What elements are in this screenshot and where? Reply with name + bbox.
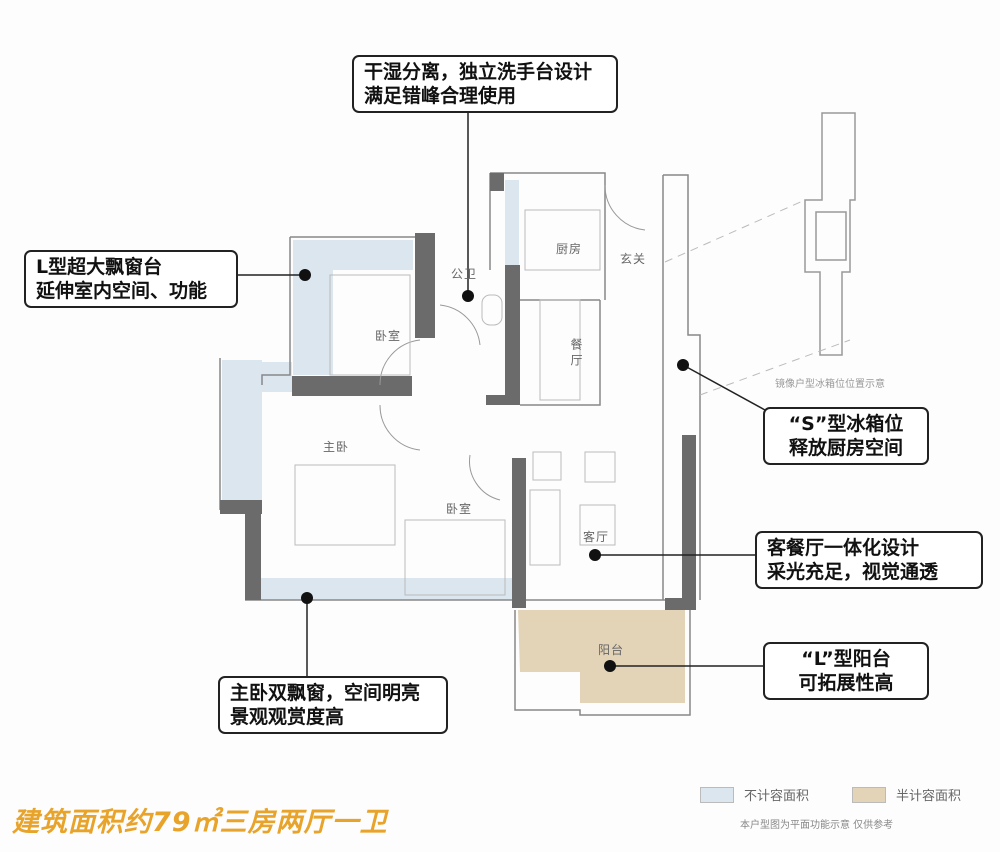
callout-bathroom-line1: 干湿分离，独立洗手台设计 <box>364 61 593 83</box>
legend-swatch-non-counted <box>700 786 734 803</box>
furniture <box>294 209 616 596</box>
disclaimer: 本户型图为平面功能示意 仅供参考 <box>740 820 894 831</box>
room-label-bedroom-south: 卧室 <box>446 502 473 516</box>
room-label-bathroom: 公卫 <box>451 267 478 281</box>
callout-master-window-line1: 主卧双飘窗，空间明亮 <box>230 682 421 704</box>
mirror-unit <box>804 112 856 356</box>
mirror-dashed-lines <box>664 199 851 396</box>
legend-item-half-counted: 半计容面积 <box>852 785 961 804</box>
callout-bay-window-line1: L型超大飘窗台 <box>36 256 163 278</box>
callout-bathroom-line2: 满足错峰合理使用 <box>364 85 517 107</box>
page-title: 建筑面积约79㎡三房两厅一卫 <box>12 807 388 838</box>
callout-fridge-line2: 释放厨房空间 <box>788 437 903 459</box>
callout-fridge-line1: “S”型冰箱位 <box>788 413 904 435</box>
legend-label-non-counted: 不计容面积 <box>744 789 810 804</box>
legend-swatch-half-counted <box>852 786 886 803</box>
legend-item-non-counted: 不计容面积 <box>700 785 809 804</box>
callout-connectors <box>237 105 766 680</box>
room-label-kitchen: 厨房 <box>556 242 583 256</box>
outline-walls <box>219 172 701 716</box>
callout-balcony: “L”型阳台 可拓展性高 <box>763 642 929 700</box>
callout-master-window: 主卧双飘窗，空间明亮 景观观赏度高 <box>218 676 448 734</box>
legend-label-half-counted: 半计容面积 <box>896 789 962 804</box>
mirror-note: 镜像户型冰箱位位置示意 <box>775 379 885 390</box>
callout-living-dining-line2: 采光充足，视觉通透 <box>767 561 939 583</box>
room-label-bedroom-north: 卧室 <box>375 329 402 343</box>
room-label-dining: 餐厅 <box>569 338 583 370</box>
door-swings <box>379 184 646 501</box>
room-label-balcony: 阳台 <box>598 643 625 657</box>
callout-bathroom: 干湿分离，独立洗手台设计 满足错峰合理使用 <box>352 55 618 113</box>
callout-master-window-line2: 景观观赏度高 <box>230 706 345 728</box>
callout-fridge: “S”型冰箱位 释放厨房空间 <box>763 407 929 465</box>
callout-living-dining: 客餐厅一体化设计 采光充足，视觉通透 <box>755 531 983 589</box>
callout-dots <box>299 269 689 672</box>
callout-balcony-line1: “L”型阳台 <box>801 648 891 670</box>
callout-balcony-line2: 可拓展性高 <box>798 672 894 694</box>
callout-living-dining-line1: 客餐厅一体化设计 <box>767 537 920 559</box>
room-label-living-room: 客厅 <box>583 530 610 544</box>
room-label-master-bedroom: 主卧 <box>323 440 350 454</box>
callout-bay-window: L型超大飘窗台 延伸室内空间、功能 <box>24 250 238 308</box>
balcony-area <box>518 610 685 703</box>
callout-bay-window-line2: 延伸室内空间、功能 <box>36 280 208 302</box>
room-label-entrance: 玄关 <box>620 252 647 266</box>
structural-walls <box>220 173 696 610</box>
